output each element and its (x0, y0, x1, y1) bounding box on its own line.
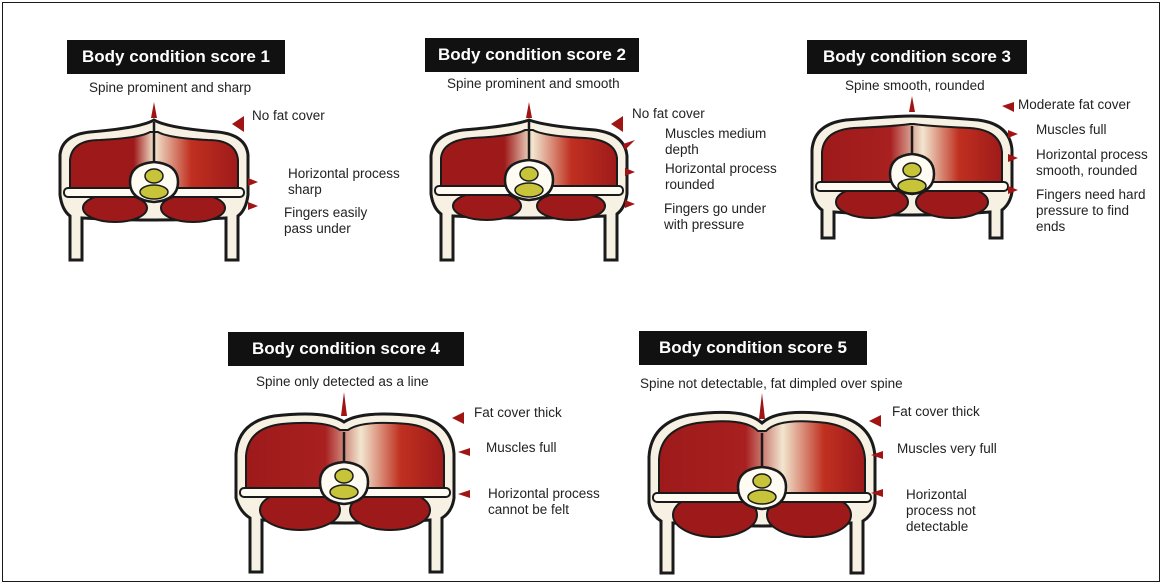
cross-section-diagram (50, 100, 260, 270)
callout-label: Moderate fat cover (1018, 97, 1131, 113)
callout-label: Muscles full (486, 440, 557, 456)
spine-label: Spine not detectable, fat dimpled over s… (640, 376, 903, 391)
callout-label: Fingers need hard pressure to find ends (1036, 187, 1146, 235)
callout-label: Fingers go under with pressure (664, 201, 766, 233)
spine-label: Spine only detected as a line (256, 374, 429, 389)
score-badge: Body condition score 1 (67, 40, 285, 74)
callout-label: Fingers easily pass under (284, 205, 367, 237)
spine-arrow-icon (341, 392, 347, 416)
callout-label: Fat cover thick (892, 404, 980, 420)
cross-section-diagram (423, 96, 635, 268)
spine-label: Spine smooth, rounded (845, 78, 985, 93)
spine-label: Spine prominent and sharp (89, 80, 251, 95)
callout-label: Horizontal process sharp (288, 166, 400, 198)
callout-label: Muscles medium depth (665, 126, 766, 158)
score-badge: Body condition score 3 (807, 40, 1027, 74)
score-badge: Body condition score 2 (425, 38, 639, 72)
callout-label: Muscles very full (897, 441, 997, 457)
callout-label: Muscles full (1036, 122, 1107, 138)
score-badge: Body condition score 4 (228, 332, 464, 366)
spine-arrow-icon (526, 102, 532, 118)
spine-arrow-icon (151, 102, 157, 118)
callout-label: Horizontal process rounded (665, 161, 777, 193)
spine-arrow-icon (759, 393, 765, 419)
callout-label: Horizontal process cannot be felt (488, 486, 600, 518)
cross-section-diagram (806, 100, 1018, 250)
callout-label: No fat cover (632, 106, 705, 122)
cross-section-diagram (230, 392, 462, 580)
callout-label: Fat cover thick (474, 405, 562, 421)
score-badge: Body condition score 5 (639, 331, 867, 365)
callout-label: Horizontal process smooth, rounded (1036, 147, 1148, 179)
cross-section-diagram (645, 393, 879, 579)
callout-label: Horizontal process not detectable (906, 487, 976, 535)
spine-label: Spine prominent and smooth (447, 76, 620, 91)
callout-label: No fat cover (252, 108, 325, 124)
